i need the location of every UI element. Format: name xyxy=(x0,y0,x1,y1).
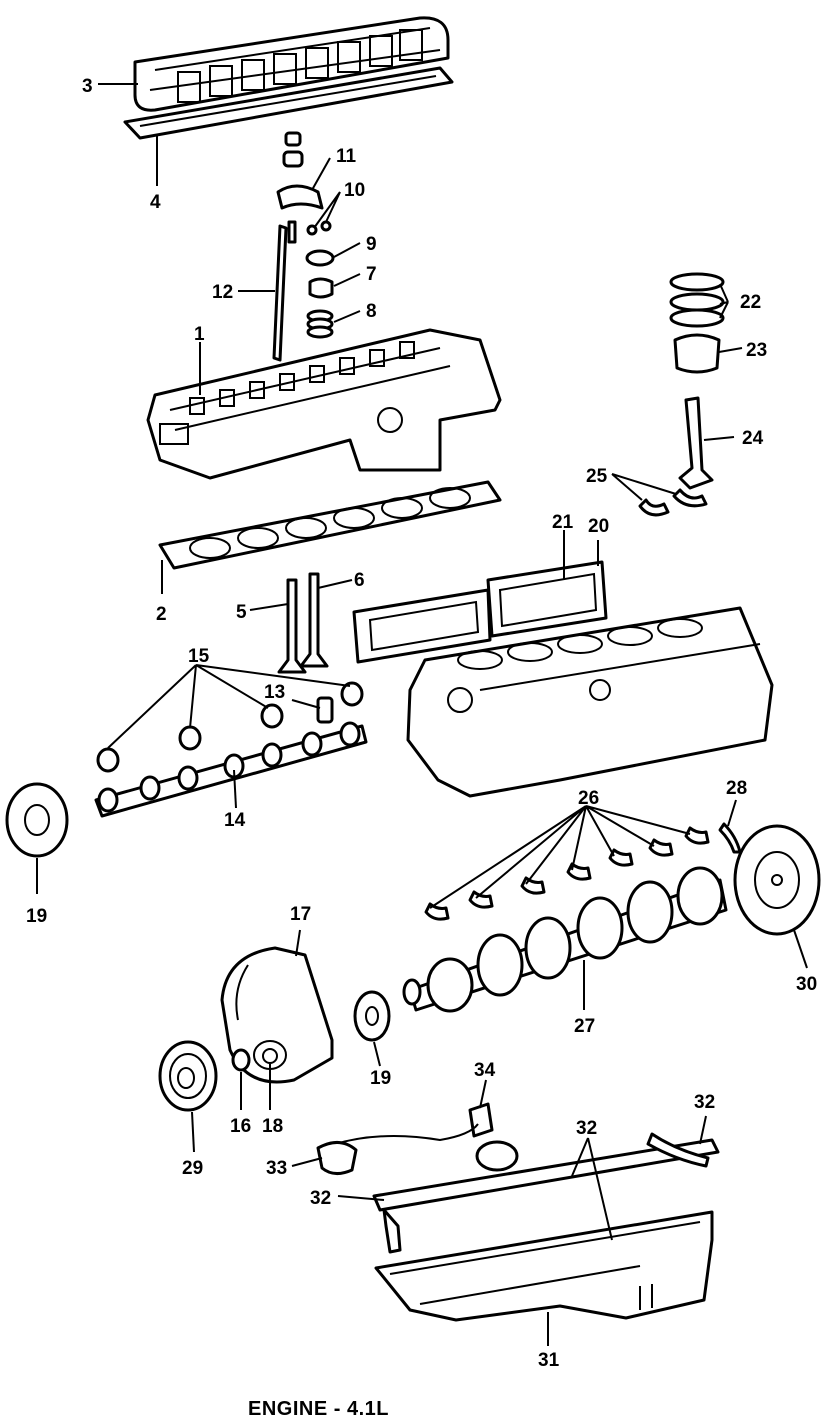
valve-cover-gasket xyxy=(123,66,454,140)
side-cover xyxy=(486,560,608,638)
intake-valve xyxy=(277,578,307,674)
callout-32-right: 32 xyxy=(694,1092,715,1113)
rocker-arm xyxy=(276,184,324,210)
camshaft xyxy=(94,721,368,818)
cylinder-block xyxy=(406,606,774,798)
valve-spring xyxy=(306,309,334,339)
diagram-caption: ENGINE - 4.1L xyxy=(248,1398,389,1420)
valve-keepers xyxy=(306,220,332,236)
callout-17: 17 xyxy=(290,904,311,925)
callout-13: 13 xyxy=(264,682,285,703)
oil-pan-gasket xyxy=(372,1132,720,1254)
cam-bearing xyxy=(96,681,364,773)
callout-5: 5 xyxy=(236,602,247,623)
side-cover-gasket xyxy=(352,588,492,664)
timing-cover-seal xyxy=(262,1048,278,1064)
callout-23: 23 xyxy=(746,340,767,361)
callout-29: 29 xyxy=(182,1158,203,1179)
exhaust-valve xyxy=(299,572,329,668)
callout-25: 25 xyxy=(586,466,608,487)
push-rod xyxy=(272,220,297,362)
callout-26: 26 xyxy=(578,788,599,809)
crankshaft-sprocket xyxy=(353,990,391,1042)
callout-10: 10 xyxy=(344,180,365,201)
valve-spring-retainer xyxy=(305,249,335,267)
cylinder-head xyxy=(146,328,502,480)
callout-32-center: 32 xyxy=(576,1118,597,1139)
callout-12: 12 xyxy=(212,282,233,303)
thrust-washer xyxy=(718,822,742,854)
callout-31: 31 xyxy=(538,1350,560,1371)
piston xyxy=(673,333,721,374)
callout-11: 11 xyxy=(336,146,357,167)
callout-8: 8 xyxy=(366,301,377,322)
callout-3: 3 xyxy=(82,76,93,97)
callout-27: 27 xyxy=(574,1016,595,1037)
rod-bearing xyxy=(638,488,708,517)
head-gasket xyxy=(158,480,502,570)
oil-pump xyxy=(316,1141,358,1175)
callout-7: 7 xyxy=(366,264,377,285)
callout-6: 6 xyxy=(354,570,365,591)
callout-19-cam: 19 xyxy=(26,906,47,927)
valve-seal xyxy=(308,277,334,299)
connecting-rod xyxy=(678,396,714,490)
callout-leaders xyxy=(36,83,808,1346)
callout-24: 24 xyxy=(742,428,764,449)
callout-1: 1 xyxy=(194,324,205,345)
callout-14: 14 xyxy=(224,810,246,831)
callout-33: 33 xyxy=(266,1158,287,1179)
callout-28: 28 xyxy=(726,778,747,799)
callout-19-crank: 19 xyxy=(370,1068,391,1089)
flywheel xyxy=(733,824,821,936)
callout-18: 18 xyxy=(262,1116,283,1137)
callout-9: 9 xyxy=(366,234,377,255)
oil-pan xyxy=(374,1210,714,1322)
callout-32-left: 32 xyxy=(310,1188,331,1209)
valve-lifter xyxy=(316,696,334,724)
front-oil-seal xyxy=(231,1048,251,1072)
crankshaft xyxy=(402,866,728,1013)
valve-cover xyxy=(133,16,450,112)
oil-pump-pickup xyxy=(331,1102,519,1172)
callout-34: 34 xyxy=(474,1060,496,1081)
piston-rings xyxy=(669,272,725,328)
callout-30: 30 xyxy=(796,974,817,995)
camshaft-sprocket xyxy=(5,782,69,858)
callout-22: 22 xyxy=(740,292,761,313)
callout-20: 20 xyxy=(588,516,609,537)
callout-15: 15 xyxy=(188,646,210,667)
callout-4: 4 xyxy=(150,192,161,213)
rocker-nut xyxy=(282,131,304,168)
callout-labels: 3 4 11 10 9 7 8 12 1 2 5 6 22 23 24 25 2… xyxy=(26,76,817,1371)
callout-2: 2 xyxy=(156,604,167,625)
callout-21: 21 xyxy=(552,512,574,533)
vibration-damper xyxy=(158,1040,218,1112)
callout-16: 16 xyxy=(230,1116,251,1137)
